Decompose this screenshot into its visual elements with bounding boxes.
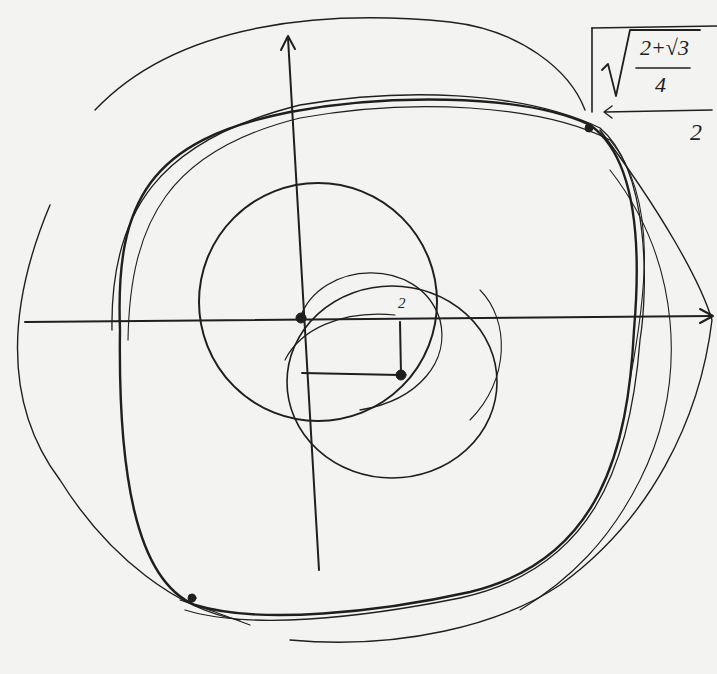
segment xyxy=(400,322,401,375)
y-arrow xyxy=(281,36,295,50)
rounded-square xyxy=(120,100,637,615)
outer-arc xyxy=(95,18,585,110)
outer-arc xyxy=(18,205,241,620)
outer-arc xyxy=(290,130,712,642)
fraction-bar xyxy=(605,110,712,112)
fraction-term: 4 xyxy=(655,74,666,96)
sqrt-sign xyxy=(602,30,700,96)
fraction-bar xyxy=(636,67,690,69)
origin-point xyxy=(296,313,306,323)
box-line xyxy=(591,28,593,112)
fraction-term: 2 xyxy=(690,120,702,144)
circle xyxy=(199,183,437,421)
segment xyxy=(302,373,400,375)
length-label: 2 xyxy=(398,296,406,311)
offset-circle-trace xyxy=(300,273,442,410)
point xyxy=(396,370,406,380)
box-line xyxy=(592,26,717,28)
fraction-term: 2+√3 xyxy=(640,37,689,59)
x-axis xyxy=(25,316,712,322)
